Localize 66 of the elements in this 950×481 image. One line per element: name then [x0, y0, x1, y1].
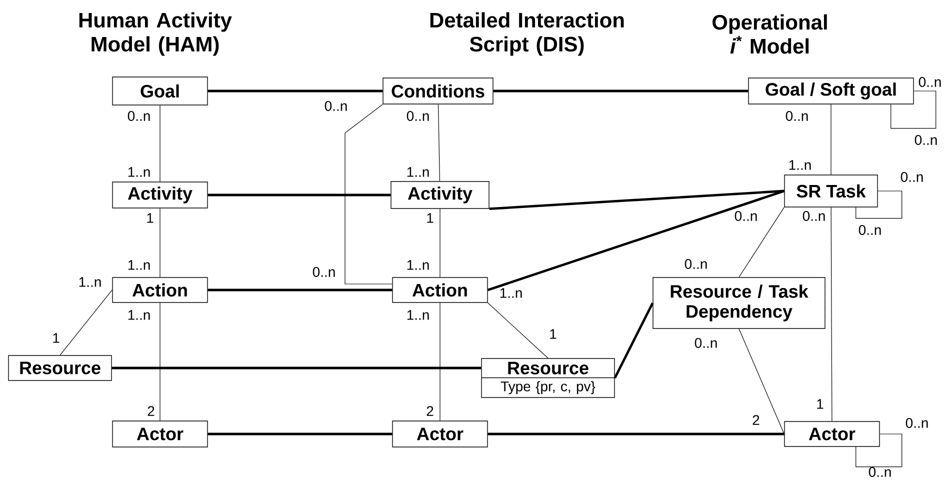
- column-heading: Detailed Interaction Script (DIS): [430, 12, 624, 56]
- multiplicity-label: 0..n: [914, 135, 937, 145]
- association-line: [830, 207, 832, 422]
- multiplicity-label: 1..n: [79, 277, 101, 287]
- multiplicity-label: 1: [53, 333, 60, 343]
- multiplicity-label: 1..n: [128, 167, 150, 177]
- association-line: [488, 302, 548, 358]
- class-box: Resource / Task Dependency: [652, 277, 826, 329]
- association-line: [208, 90, 383, 92]
- multiplicity-label: 2: [752, 415, 760, 425]
- association-line: [208, 288, 392, 292]
- class-box: Activity: [390, 181, 490, 209]
- multiplicity-label: 1: [427, 213, 434, 223]
- multiplicity-label: 0..n: [868, 467, 891, 477]
- multiplicity-label: 1: [817, 399, 824, 409]
- multiplicity-label: 0..n: [734, 211, 757, 221]
- association-line: [344, 104, 392, 284]
- multiplicity-label: 1..n: [407, 260, 429, 270]
- association-line: [208, 194, 391, 196]
- association-line: [614, 302, 654, 379]
- association-line: [738, 207, 784, 278]
- association-line: [208, 432, 392, 436]
- class-box: Resource Type {pr, c, pv}: [481, 358, 615, 398]
- class-box: Action: [392, 277, 488, 303]
- multiplicity-label: 0..n: [324, 101, 347, 111]
- class-box: Actor: [784, 421, 880, 447]
- self-association-line: [856, 434, 902, 468]
- class-box: SR Task: [784, 174, 878, 208]
- association-line: [830, 104, 832, 175]
- multiplicity-label: 1..n: [407, 167, 429, 177]
- multiplicity-label: 2: [148, 406, 154, 416]
- class-box: Conditions: [382, 78, 494, 104]
- multiplicity-label: 1: [147, 213, 154, 223]
- class-box: Goal / Soft goal: [748, 78, 914, 104]
- association-line: [493, 90, 748, 92]
- multiplicity-label: 0..n: [312, 267, 335, 277]
- multiplicity-label: 0..n: [918, 77, 941, 87]
- class-box: Activity: [112, 182, 208, 208]
- multiplicity-label: 1..n: [500, 288, 522, 298]
- multiplicity-label: 0..n: [802, 211, 825, 221]
- association-line: [112, 366, 482, 370]
- class-box: Actor: [112, 420, 208, 448]
- self-association-line: [890, 90, 936, 129]
- multiplicity-label: 0..n: [906, 418, 928, 428]
- association-line: [487, 190, 785, 292]
- multiplicity-label: 1..n: [128, 260, 150, 270]
- multiplicity-label: 1..n: [407, 310, 429, 320]
- association-line: [738, 328, 784, 434]
- multiplicity-label: 0..n: [858, 225, 881, 235]
- multiplicity-label: 0..n: [128, 111, 150, 121]
- association-line: [489, 190, 784, 210]
- association-line: [438, 104, 440, 182]
- multiplicity-label: 0..n: [406, 111, 429, 121]
- multiplicity-label: 1..n: [128, 310, 150, 320]
- class-box: Resource: [8, 355, 112, 381]
- association-line: [60, 290, 112, 356]
- class-box: Actor: [392, 420, 488, 448]
- class-box: Goal: [112, 76, 208, 106]
- multiplicity-label: 2: [426, 406, 434, 416]
- column-heading: Operational i$^{*}$ Model: [712, 14, 827, 54]
- association-line: [488, 432, 784, 436]
- multiplicity-label: 1: [550, 329, 556, 339]
- column-heading: Human Activity Model (HAM): [79, 12, 232, 56]
- self-association-line: [856, 190, 902, 219]
- multiplicity-label: 0..n: [900, 172, 923, 182]
- class-box: Action: [112, 277, 208, 303]
